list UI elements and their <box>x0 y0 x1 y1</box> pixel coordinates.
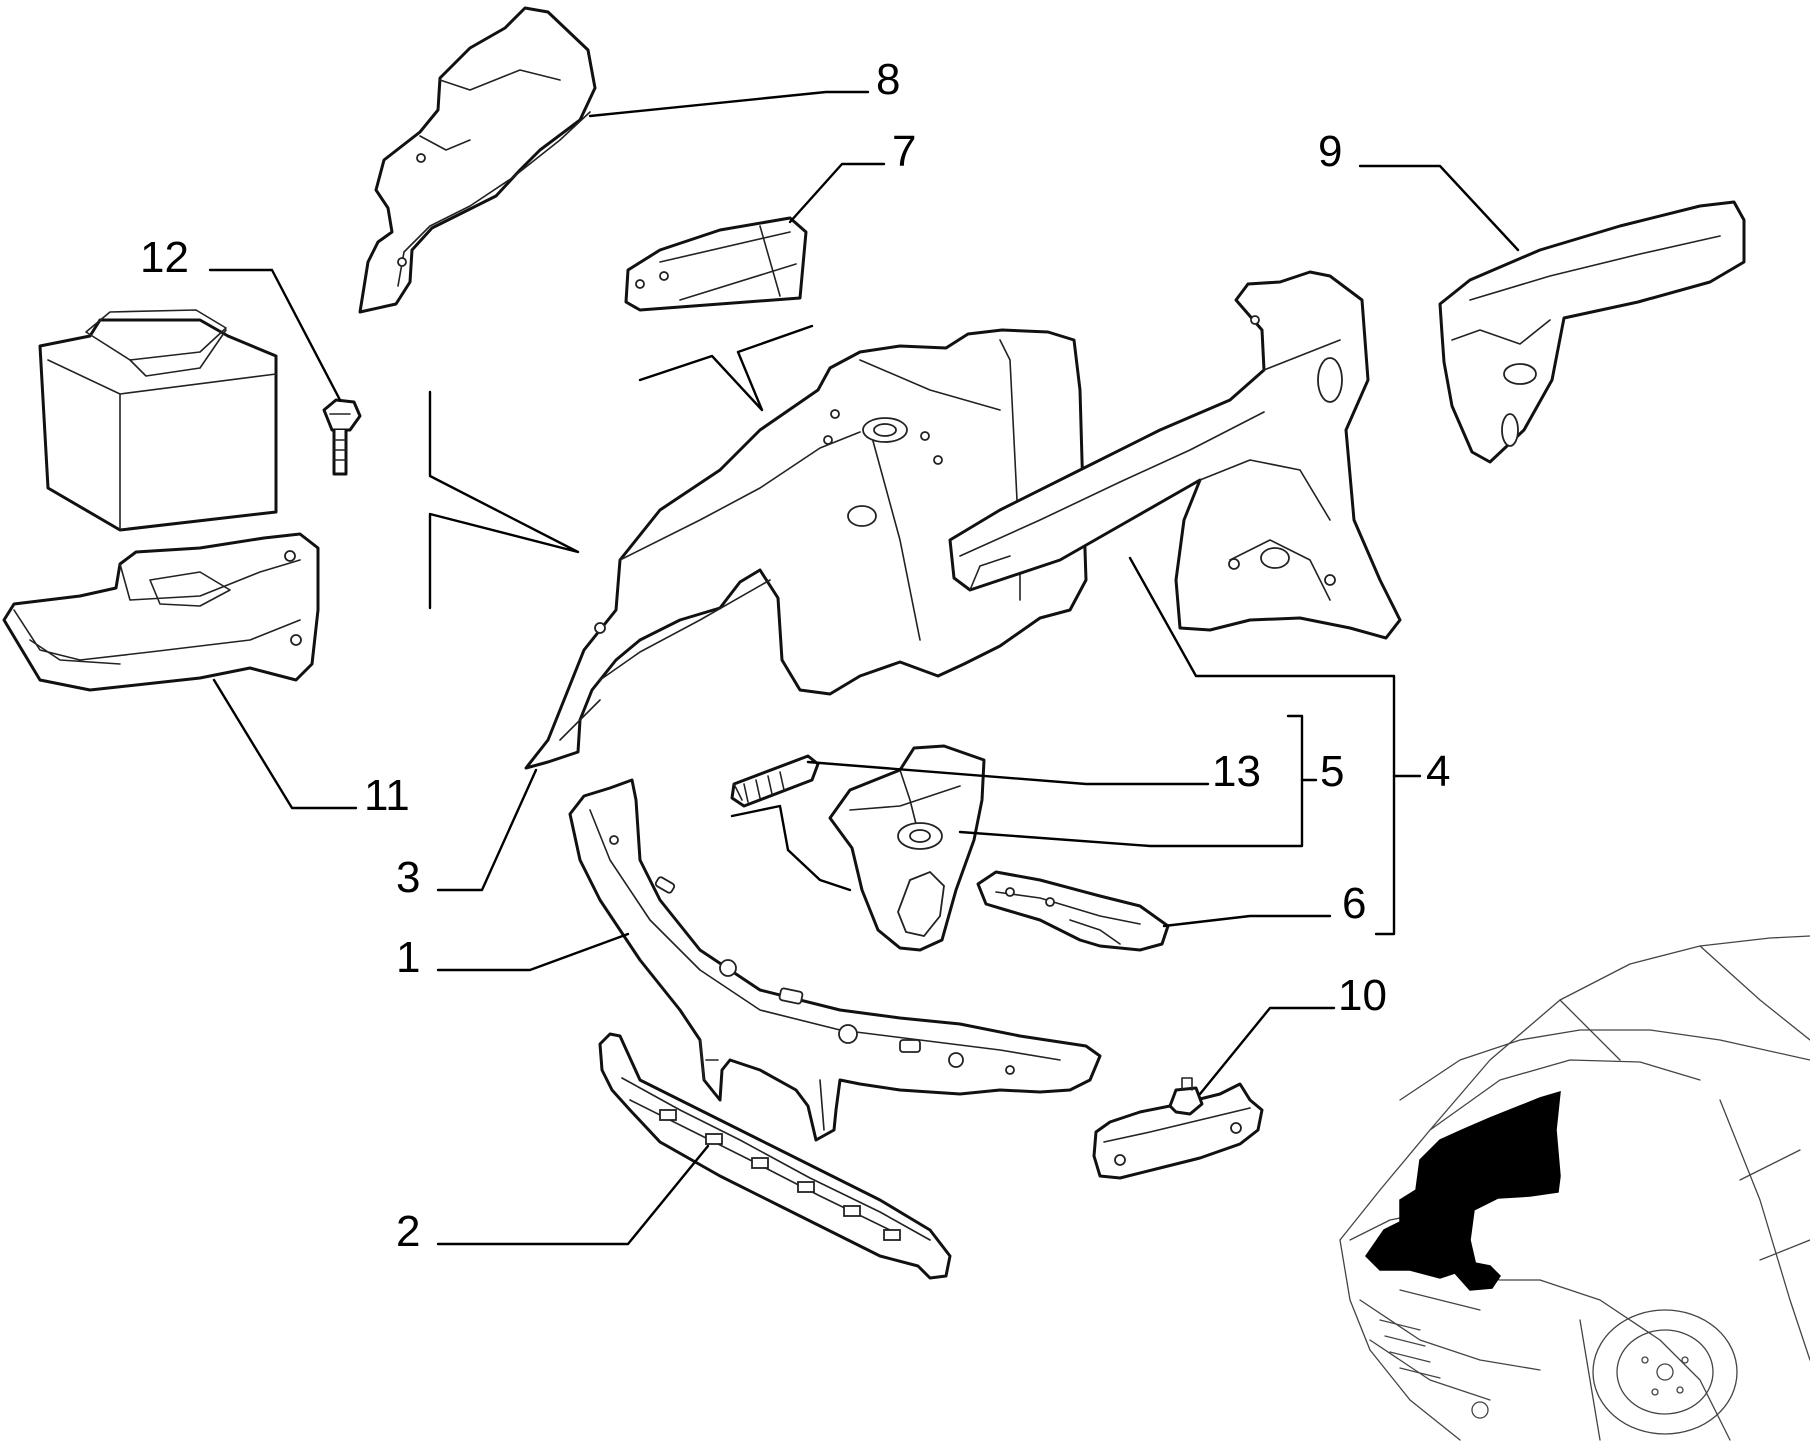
leader-5 <box>958 714 1304 848</box>
callout-1: 1 <box>396 933 420 982</box>
callout-7: 7 <box>892 127 916 176</box>
callout-13: 13 <box>1212 747 1261 796</box>
battery <box>38 309 278 532</box>
leader-10 <box>1198 1006 1336 1096</box>
part-1-front-cross-member <box>568 778 1102 1142</box>
callout-8: 8 <box>876 55 900 104</box>
leader-lines <box>208 90 1520 1246</box>
leader-1 <box>436 932 630 972</box>
callout-labels: 8 7 9 12 11 3 1 2 10 6 13 5 4 <box>140 55 1450 1256</box>
callout-9: 9 <box>1318 127 1342 176</box>
part-13-stud <box>730 754 820 808</box>
leader-2 <box>436 1144 710 1246</box>
leader-12 <box>208 268 342 402</box>
part-5-front-bracket <box>828 744 986 952</box>
section-marker-upper <box>638 324 814 412</box>
car-location-thumbnail <box>1339 935 1810 1441</box>
callout-6: 6 <box>1342 879 1366 928</box>
part-6-small-plate <box>976 870 1170 952</box>
leader-9 <box>1358 164 1520 252</box>
callout-10: 10 <box>1338 971 1387 1020</box>
part-10-engine-mount <box>1092 1077 1264 1180</box>
section-marker-left <box>428 390 580 610</box>
part-2-lower-cross-member <box>598 1032 952 1280</box>
leader-6 <box>1162 914 1332 928</box>
part-11-battery-tray <box>2 532 320 692</box>
section-marker-lower <box>730 804 852 892</box>
leader-8 <box>588 90 870 118</box>
callout-11: 11 <box>364 771 410 820</box>
part-9-upper-right-member <box>1438 200 1746 464</box>
callout-3: 3 <box>396 853 420 902</box>
part-12-bolt <box>322 398 362 476</box>
part-8-upper-reinforcement <box>358 6 597 314</box>
leader-7 <box>788 162 886 224</box>
callout-4: 4 <box>1426 747 1450 796</box>
callout-12: 12 <box>140 233 189 282</box>
leader-3 <box>436 768 538 892</box>
leader-13 <box>806 760 1210 786</box>
callout-5: 5 <box>1320 747 1344 796</box>
leader-4 <box>1128 556 1396 936</box>
leader-11 <box>212 678 358 810</box>
part-3-left-wheelhouse <box>524 328 1088 770</box>
part-4-right-side-member <box>948 270 1402 640</box>
callout-2: 2 <box>396 1207 420 1256</box>
part-7-bracket <box>624 216 808 312</box>
